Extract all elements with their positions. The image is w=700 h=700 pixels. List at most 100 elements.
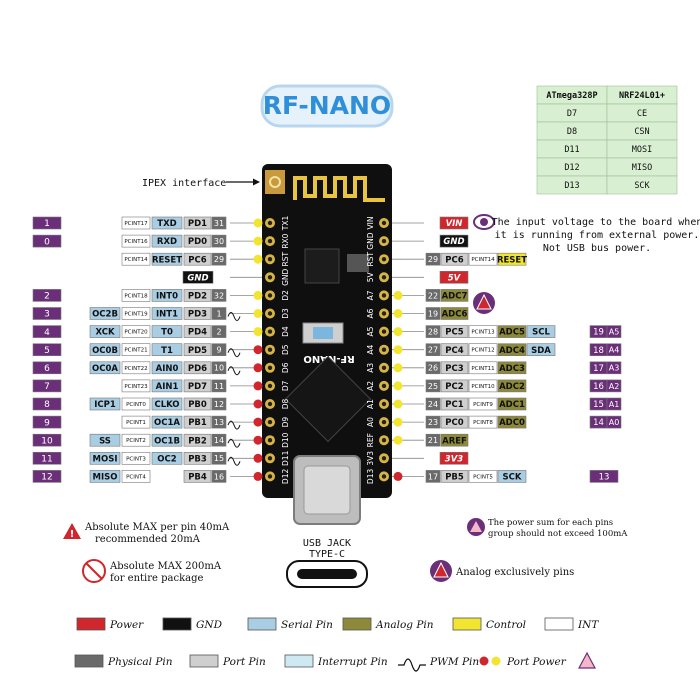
arduino-pin-number: 14 [593,418,604,428]
arduino-pin-number: 8 [44,400,50,410]
pin-function-box [151,361,183,375]
port-pin: PD7 [188,382,207,392]
pcint-label: PCINT20 [124,330,148,336]
board-right-label: A2 [366,381,375,391]
header-hole [381,438,387,443]
power-sum-note-line2: group should not exceed 100mA [488,529,628,539]
physical-pin: 9 [216,346,221,355]
port-pin: PD2 [188,291,207,301]
physical-pin: 22 [428,291,438,300]
page-title: RF-NANO [263,91,391,120]
title-badge [260,84,394,128]
physical-pin: 26 [428,364,438,373]
arduino-pin-number-box [32,361,62,375]
board-left-label: D9 [281,417,290,428]
table-cell: MISO [632,163,652,173]
vin-note: The input voltage to the board when it i… [473,214,700,254]
port-pin: PC2 [445,382,463,392]
pin-marker-dot [393,363,403,373]
board-header-pins [265,218,389,482]
max-package-note-line2: for entire package [110,573,204,584]
board-right-label: A1 [366,399,375,409]
vin-note-line3: Not USB bus power. [543,243,651,254]
crystal [347,254,369,272]
pin-function: CLKO [154,400,179,410]
pin-function-box [151,234,183,248]
physical-pin: 29 [214,255,224,264]
pin-function-2: SDA [531,346,551,356]
analog-alias: A1 [609,400,620,409]
pin-marker-dot [253,453,263,463]
arduino-pin-number-box [32,325,62,338]
analog-alias-box [606,397,622,411]
port-pin-box [440,343,469,357]
port-pin-box [183,289,212,302]
arduino-pin-number-box [32,216,62,230]
pin-function-box [497,415,527,429]
pcb-antenna [293,176,385,202]
port-pin-box [440,252,469,266]
legend-swatch [74,654,104,668]
pcint-label-box [121,451,151,465]
pwm-wave-icon [398,658,426,672]
port-pin-box [183,252,212,266]
arduino-pin-number: 9 [44,418,50,428]
table-cell: SCK [634,181,650,191]
header-hole [267,311,273,316]
pcint-label: PCINT17 [124,221,148,227]
port-pin-box [440,325,469,338]
pwm-wave-icon [227,420,241,430]
pin-marker-dot [253,218,263,228]
pin-marker-dot [253,399,263,409]
legend-label: GND [196,619,223,631]
pin-function: ADC4 [499,346,525,356]
arduino-pin-number-box [32,234,62,248]
pin-function: ADC0 [499,418,525,428]
port-pin: PD3 [188,310,207,320]
arduino-pin-number: 18 [593,346,604,356]
pcint-label-box [468,252,498,266]
header-hole [381,456,387,461]
board-right-label: VIN [366,217,375,230]
pin-function-box [151,397,183,411]
table-cell: D8 [567,127,577,137]
pcint-label: PCINT1 [126,420,146,426]
physical-pin: 30 [214,237,224,246]
max-package-note-line1: Absolute MAX 200mA [109,561,222,572]
pin-function: ADC5 [499,328,525,338]
legend-swatch [189,654,219,668]
arduino-pin-number: 12 [41,473,52,483]
pin-function-box [151,433,183,447]
arduino-pin-number: 10 [41,436,53,446]
pin-marker-dot [253,236,263,246]
pin-function: INT1 [156,310,178,320]
physical-pin: 27 [428,346,438,355]
header-hole [267,456,273,461]
pin-marker-dot [253,327,263,337]
arduino-pin-number-box [32,433,62,447]
pcint-label-box [121,325,151,338]
pcint-label-box [121,343,151,357]
alt-function: OC2B [92,310,118,320]
gnd-label: GND [187,273,208,283]
port-pin: PB3 [188,454,207,464]
port-pin-box [183,361,212,375]
port-pin: PD6 [188,364,207,374]
port-pin-box [183,451,212,465]
board-right-label: REF [366,433,375,447]
alt-function-box [89,397,121,411]
pwm-wave-icon [227,366,241,376]
analog-alias-box [606,343,622,357]
pcint-label-box [468,470,498,483]
ipex-connector [265,170,285,194]
header-hole [267,438,273,443]
power-label: VIN [446,219,463,229]
port-power-yellow-icon [491,656,501,666]
physical-pin-box [425,307,441,320]
arduino-pin-number: 16 [593,382,604,392]
legend-swatch [452,617,482,631]
board-right-label: A3 [366,363,375,373]
board-right-label: A5 [366,326,375,336]
physical-pin-box [425,379,441,393]
physical-pin-box [425,433,441,447]
